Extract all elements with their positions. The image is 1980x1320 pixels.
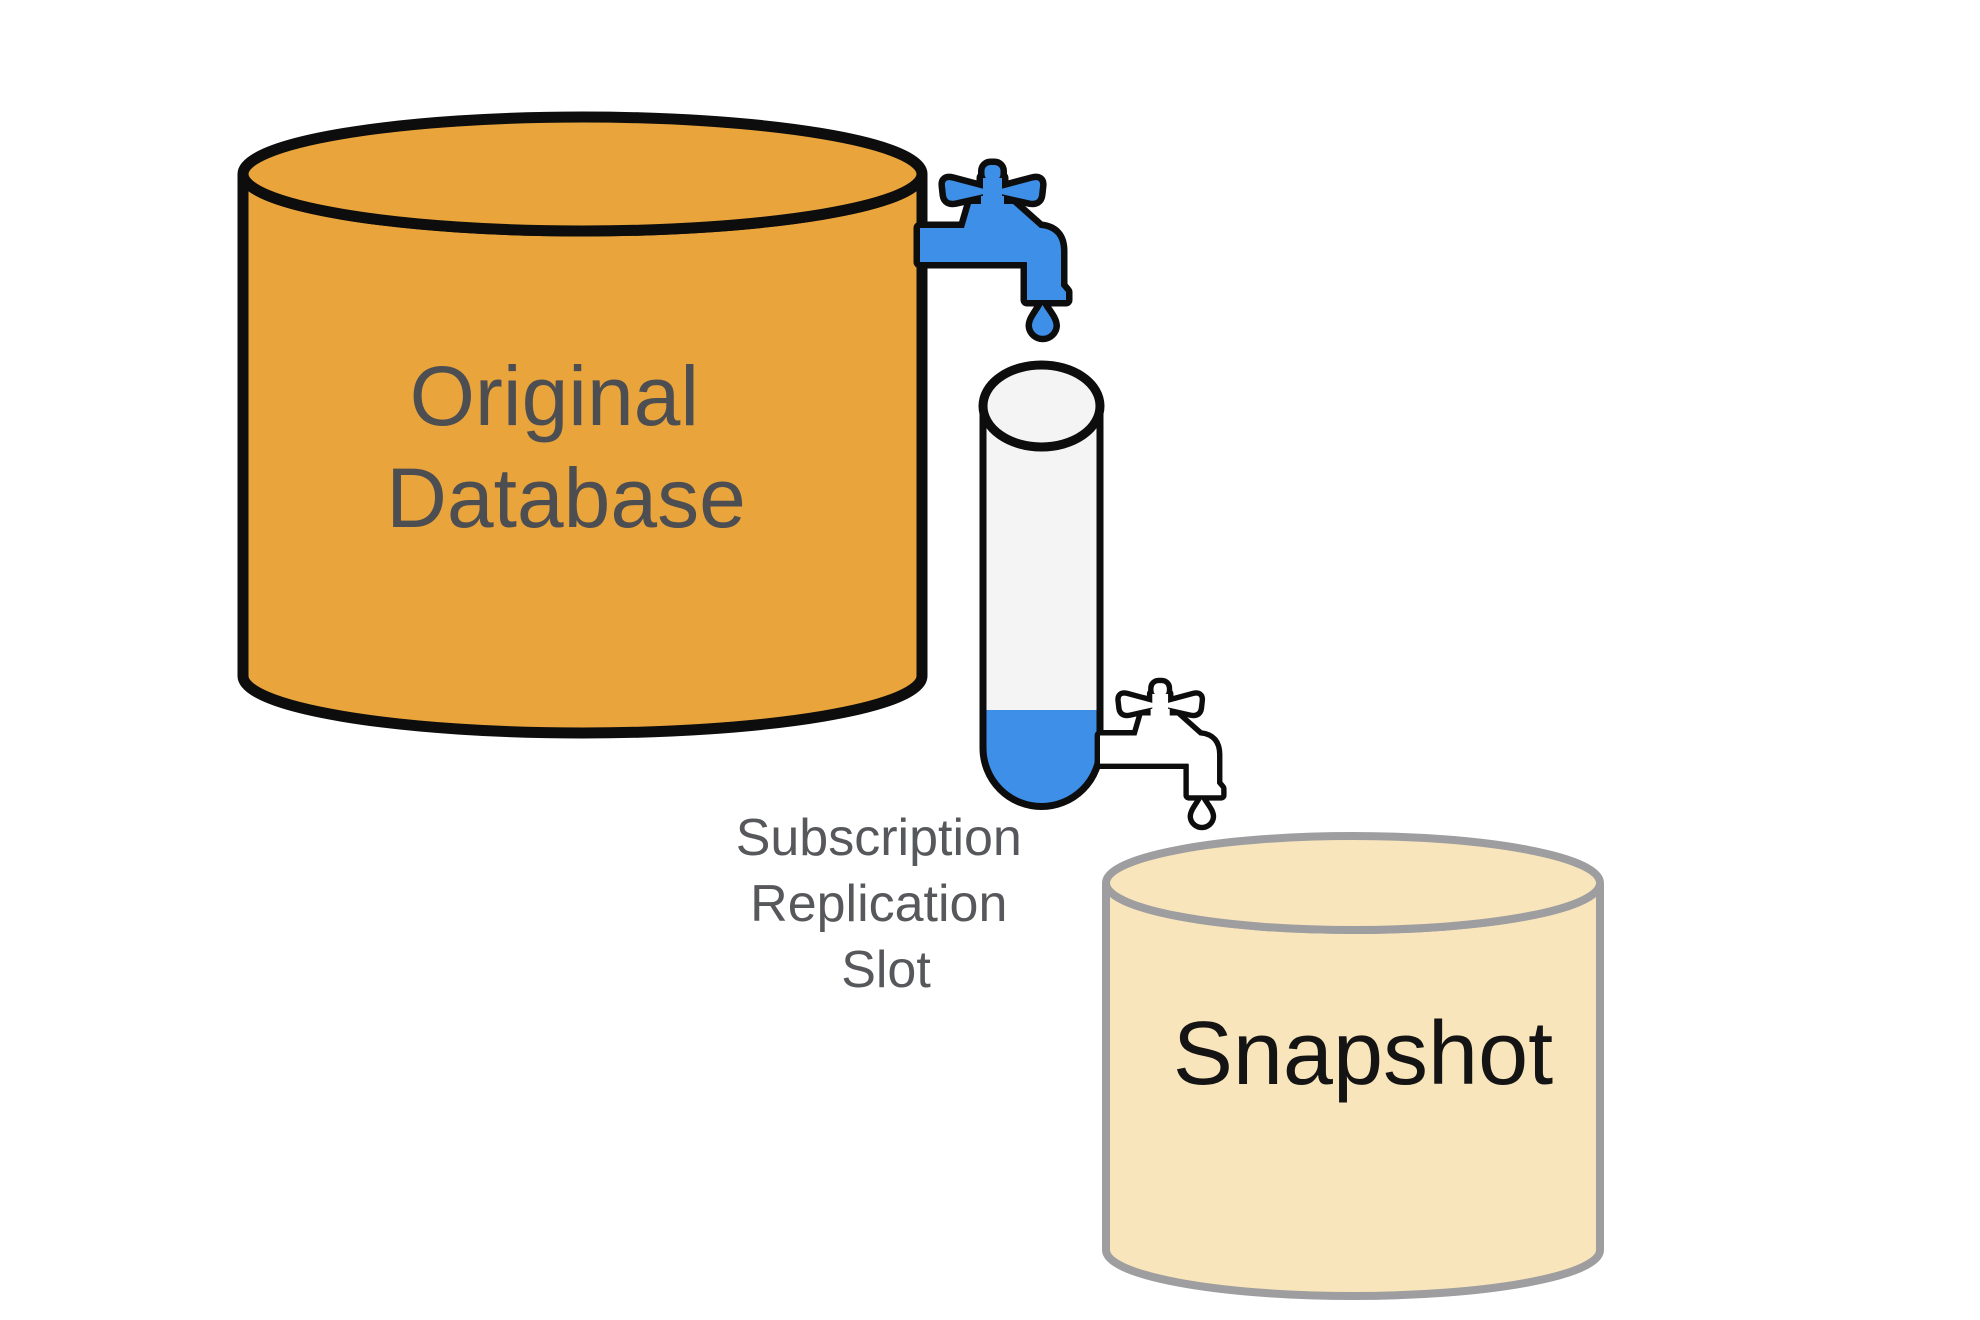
tube-top-ellipse [978,360,1105,452]
faucet-icon [920,165,1066,336]
snapshot-cylinder: Snapshot [1102,832,1604,1300]
snapshot-label: Snapshot [1173,1004,1553,1104]
database-top-ellipse [237,111,928,237]
original-database-cylinder: Original Database [237,111,928,739]
replication-slot-label: Subscription Replication Slot [736,809,1037,999]
original-database-label: Original Database [386,349,746,545]
faucet-outline-icon [1100,683,1221,825]
tube-outline [979,402,1104,810]
snapshot-top-ellipse [1102,832,1604,934]
replication-slot-tube [978,360,1105,810]
tube-body [983,406,1100,807]
